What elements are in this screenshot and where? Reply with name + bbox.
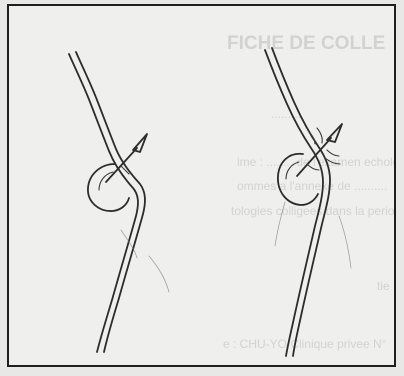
bleed-line-6: e : CHU-YO Clinique privee N° [223, 337, 387, 351]
figure-frame: FICHE DE COLLE ......... ime : ........ … [7, 4, 396, 367]
bleed-line-5: tie [377, 279, 390, 293]
bleed-line-2: ime : ........ de l'examen echologique [237, 155, 394, 169]
right-sketch [265, 48, 351, 356]
line-drawing: FICHE DE COLLE ......... ime : ........ … [9, 6, 394, 365]
bleed-line-4: tologies colligees dans la periode de [231, 204, 394, 218]
bleed-title: FICHE DE COLLE [227, 33, 385, 54]
left-sac [88, 164, 129, 211]
left-sketch [69, 52, 169, 352]
left-faint-strokes [121, 230, 169, 292]
bleed-line-3: ommes a l'annexe de .......... [237, 179, 387, 193]
